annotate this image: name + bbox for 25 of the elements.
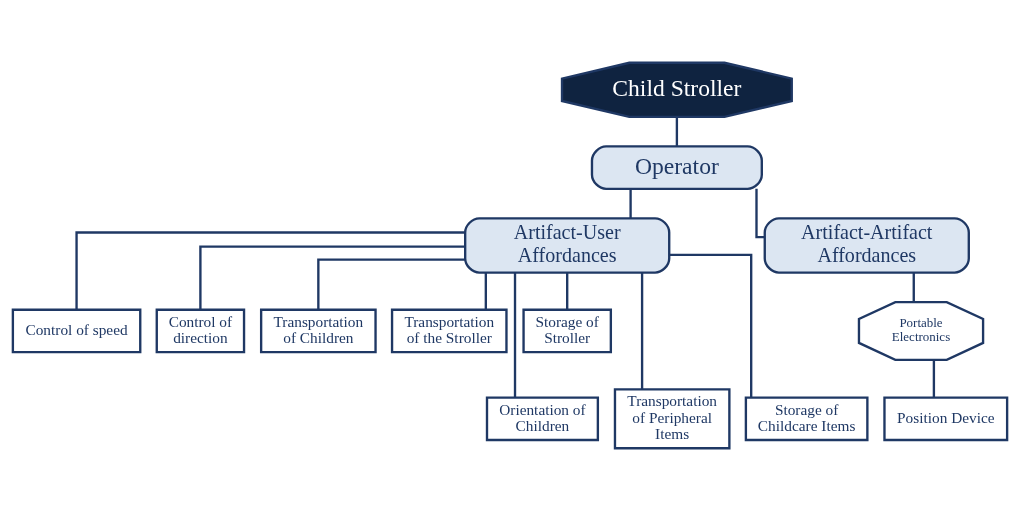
node-box: Control of speed [11,308,142,353]
node-box: Orientation of Children [485,395,600,441]
connector [484,272,487,310]
node-box: Artifact-User Affordances [464,216,671,274]
node-box: Artifact-Artifact Affordances [763,216,970,274]
connector [675,116,679,146]
connector [513,272,517,397]
node-box: Transportation of the Stroller [390,308,508,353]
connector [912,272,915,302]
node-box: Control of direction [155,308,246,353]
connector [932,359,936,397]
node-box: Transportation of Peripheral Items [613,387,731,449]
connector [640,272,644,389]
connector [755,188,765,238]
connector [566,272,569,310]
node-box: Storage of Childcare Items [744,395,869,441]
connector [317,257,465,309]
node-box: Transportation of Children [259,308,377,353]
node-box: Operator [590,144,763,190]
connector [669,253,753,397]
node-box: Position Device [883,395,1009,441]
connector [199,244,466,310]
connector [629,188,632,218]
connector [75,230,465,310]
node-box: Storage of Stroller [522,308,612,353]
